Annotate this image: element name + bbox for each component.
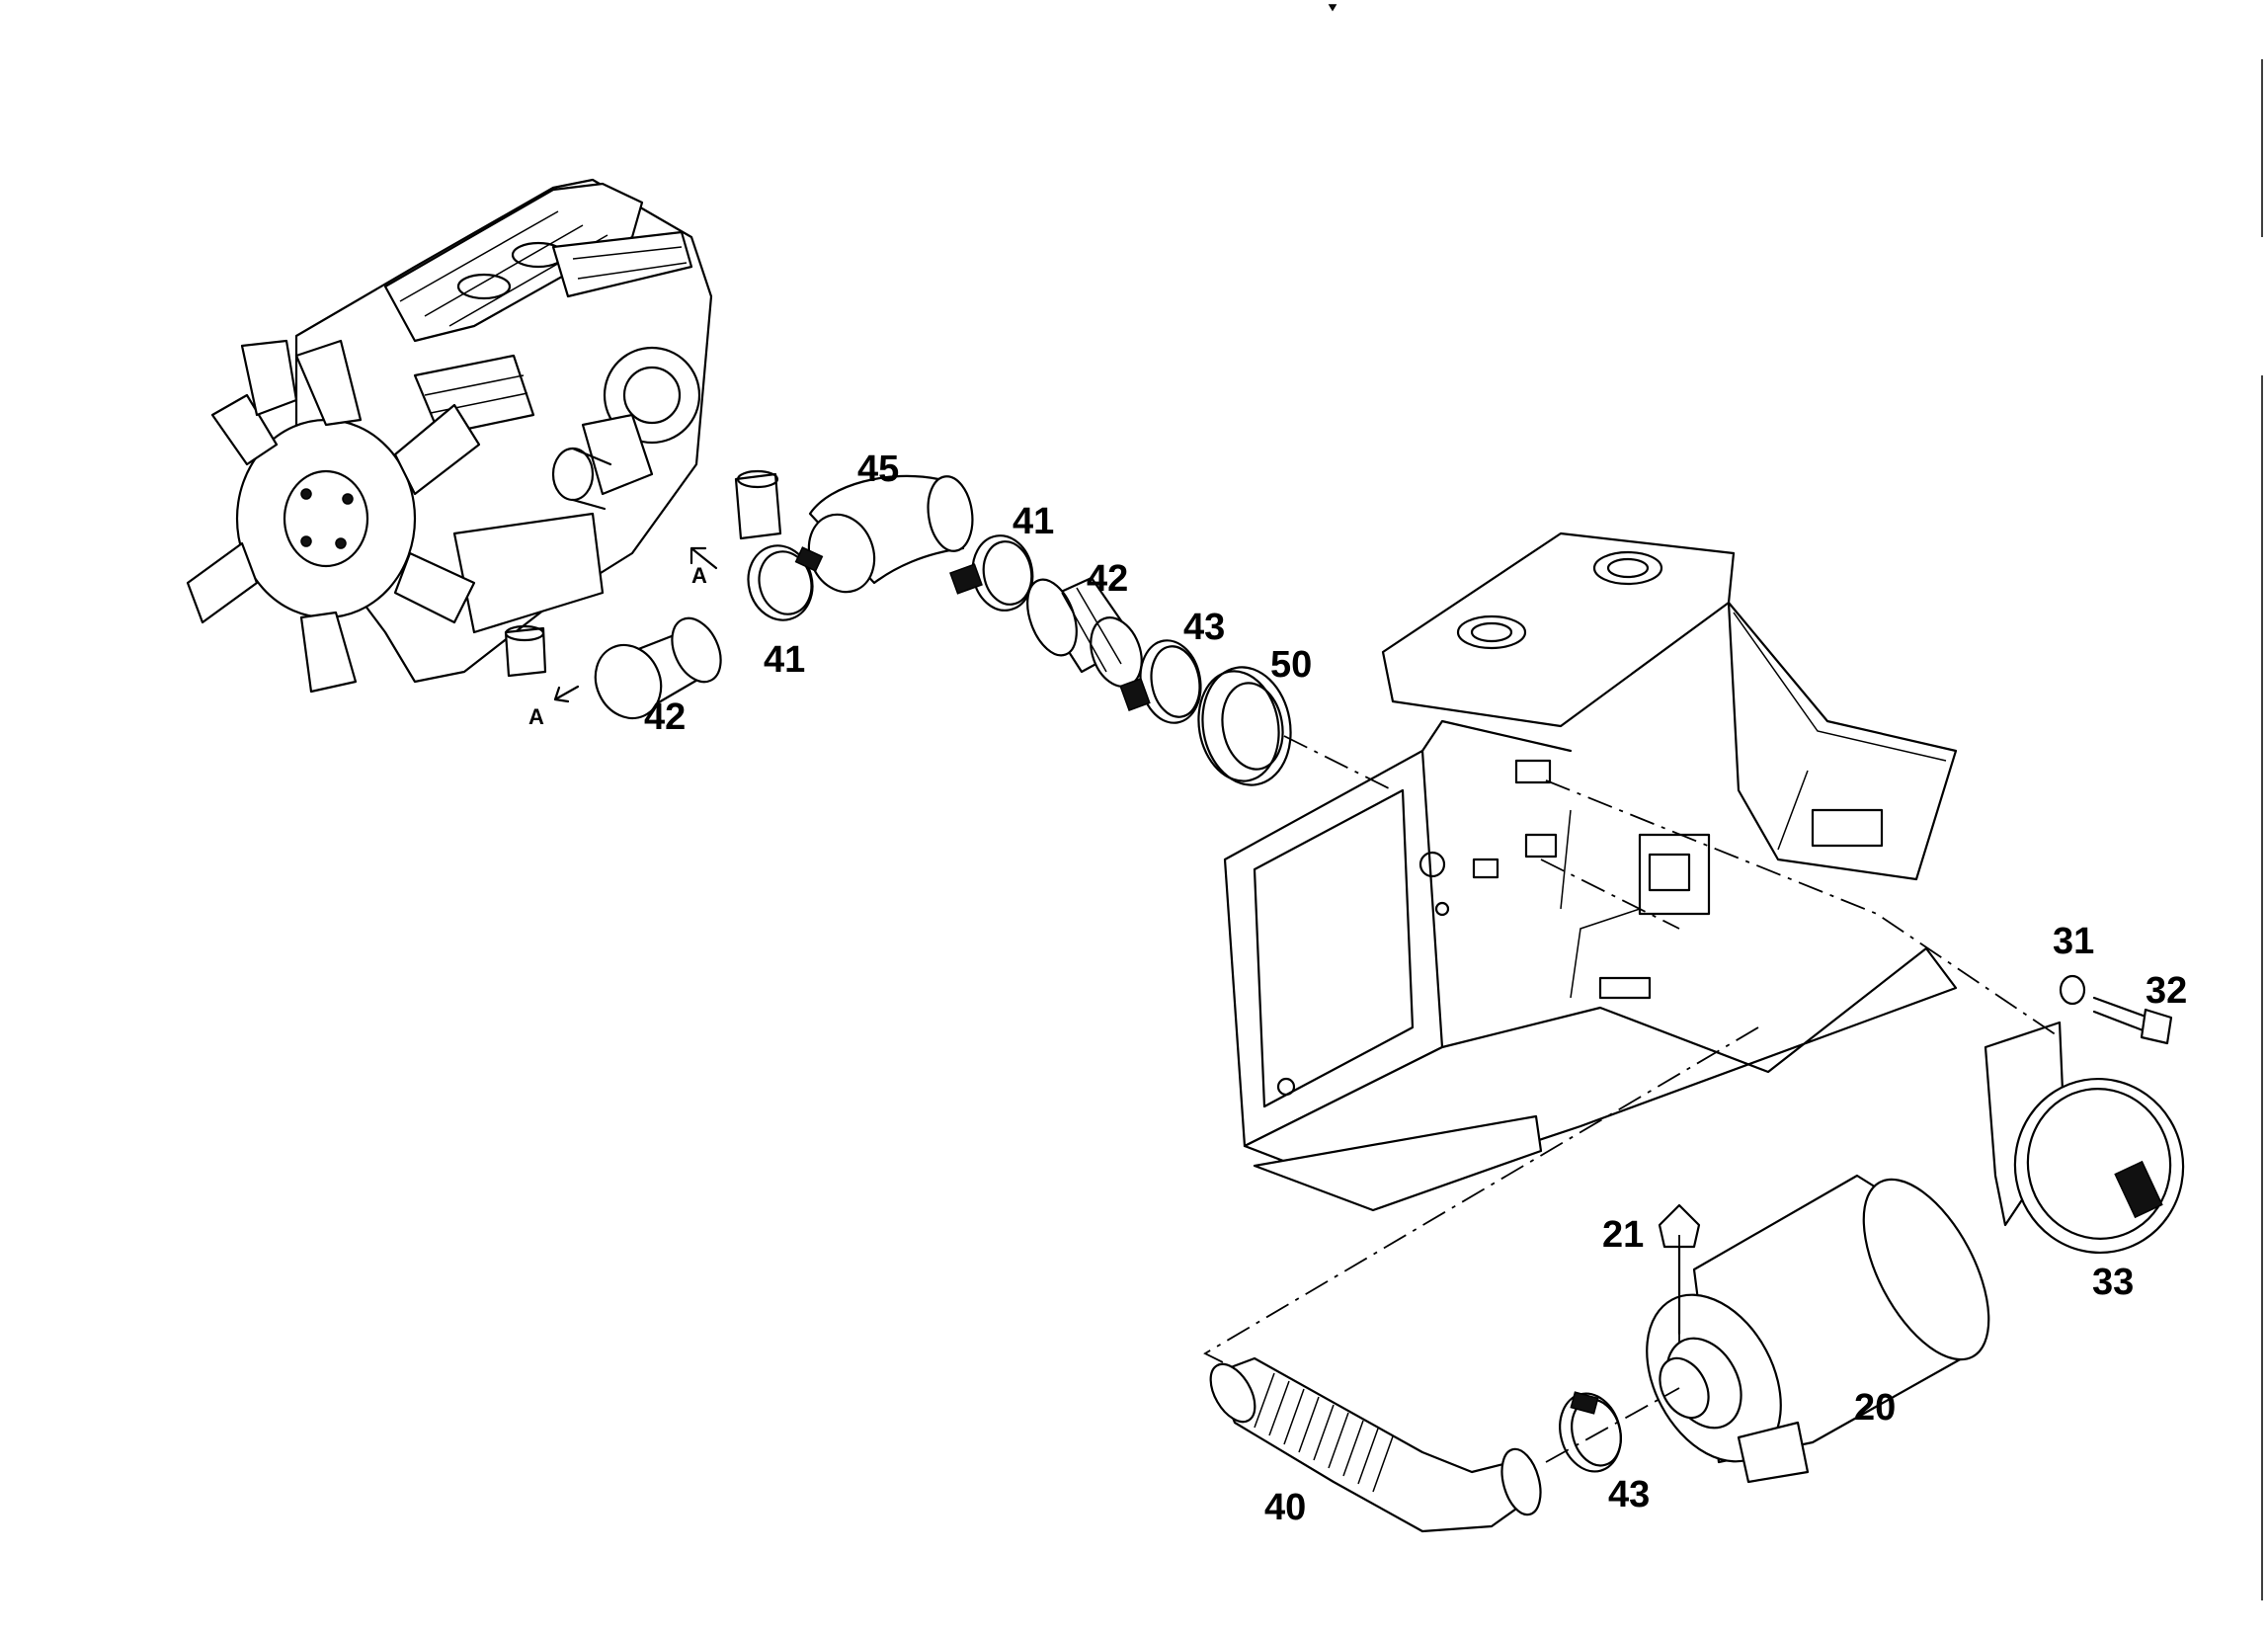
corrugated-hose-40 — [1209, 1356, 1542, 1533]
view-marker-label: A — [528, 704, 544, 729]
clamp-41-right — [949, 534, 1034, 612]
elbow-hose-45 — [807, 474, 974, 594]
callout-40: 40 — [1264, 1487, 1306, 1528]
view-marker-label: A — [691, 563, 707, 588]
scan-mark — [1328, 4, 1337, 12]
engine-assembly — [186, 178, 782, 694]
callout-32: 32 — [2146, 970, 2187, 1012]
assembly-leader-lines — [1203, 735, 2061, 1463]
callout-41-right: 41 — [1012, 501, 1054, 542]
callout-43-lower: 43 — [1608, 1474, 1650, 1515]
view-marker-a-upper: A — [689, 546, 718, 588]
clamp-43-upper — [1119, 639, 1202, 724]
callout-50: 50 — [1270, 644, 1312, 686]
hose-42-right — [1026, 576, 1143, 688]
view-marker-a-lower: A — [528, 685, 580, 729]
callout-21: 21 — [1602, 1214, 1644, 1256]
callout-43-upper: 43 — [1183, 607, 1225, 648]
callout-31: 31 — [2053, 921, 2094, 962]
clamp-43-lower — [1559, 1391, 1622, 1473]
chassis-frame — [1223, 532, 1958, 1212]
callout-45: 45 — [857, 449, 899, 490]
callout-42-left: 42 — [644, 696, 686, 738]
bracket-clamp-33 — [1984, 1021, 2185, 1255]
hose-42-left — [594, 616, 722, 720]
seal-ring-50 — [1197, 666, 1292, 786]
air-filter-20 — [1646, 1174, 1990, 1484]
callout-41-left: 41 — [764, 639, 805, 681]
clamp-41-left — [747, 544, 824, 621]
callout-42-right: 42 — [1087, 558, 1128, 600]
nut-31 — [2059, 974, 2086, 1006]
indicator-21 — [1658, 1203, 1701, 1336]
callout-20: 20 — [1854, 1387, 1896, 1429]
callout-33: 33 — [2092, 1262, 2134, 1303]
bolt-32 — [2092, 996, 2173, 1045]
